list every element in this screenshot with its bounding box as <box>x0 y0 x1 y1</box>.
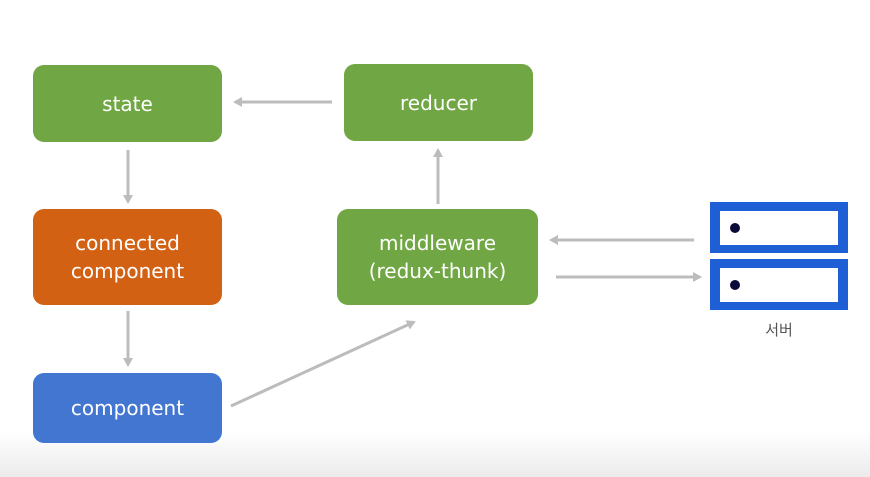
server-panel <box>720 211 838 245</box>
server-panel <box>720 268 838 302</box>
middleware-label-line2: (redux-thunk) <box>368 259 507 283</box>
component-label: component <box>70 396 185 420</box>
server-label: 서버 <box>765 321 793 339</box>
component-node: component <box>33 373 222 443</box>
reducer-label: reducer <box>400 90 477 115</box>
server-icon <box>710 202 848 253</box>
connected-component-label-line2: component <box>70 259 185 283</box>
middleware-label-line1: middleware <box>379 231 496 255</box>
reducer-node: reducer <box>344 64 533 141</box>
server-led <box>730 223 740 233</box>
server-icon <box>710 259 848 310</box>
middleware-node: middleware (redux-thunk) <box>337 209 538 305</box>
connected-component-label-line1: connected <box>75 231 180 255</box>
connected-component-node: connected component <box>33 209 222 305</box>
arrow-component-to-middleware <box>230 320 416 408</box>
state-node: state <box>33 65 222 142</box>
server-led <box>730 280 740 290</box>
state-label: state <box>102 91 153 116</box>
